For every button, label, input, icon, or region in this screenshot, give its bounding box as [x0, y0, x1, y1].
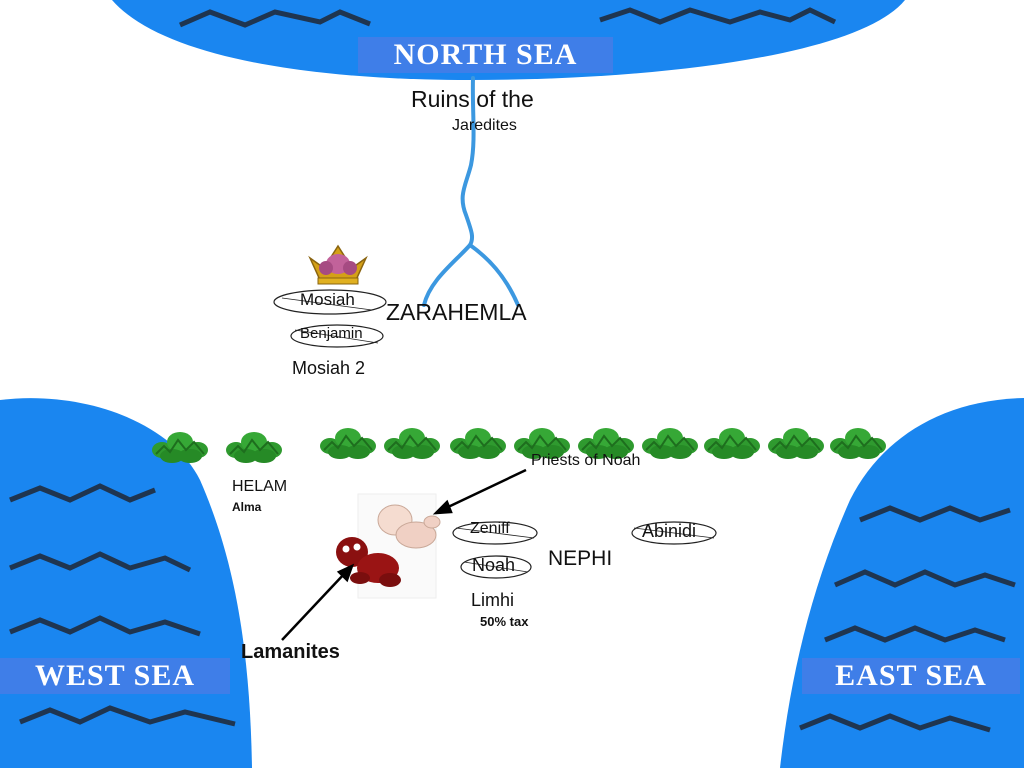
noah-oval — [460, 555, 532, 579]
babies-icon — [336, 493, 441, 599]
ruins-label-line1: Ruins of the — [411, 86, 534, 112]
forest-tree-icon — [767, 427, 825, 460]
river — [422, 76, 520, 307]
mosiah2-label: Mosiah 2 — [292, 358, 366, 378]
benjamin-label: Benjamin — [300, 325, 363, 342]
north-sea-label: NORTH SEA — [358, 37, 613, 73]
helam-label: HELAM — [232, 478, 288, 495]
zeniff-oval — [452, 521, 538, 545]
nephi-label: NEPHI — [548, 547, 613, 570]
forest-tree-icon — [319, 427, 377, 460]
wave-icon — [9, 7, 1016, 733]
abinidi-oval — [631, 521, 717, 545]
lamanites-label: Lamanites — [241, 641, 340, 663]
forest-tree-icon — [225, 431, 283, 464]
mosiah-oval — [273, 289, 387, 315]
forest-tree-icon — [449, 427, 507, 460]
forest — [151, 427, 887, 464]
abinidi-label: Abinidi — [642, 521, 697, 541]
zeniff-label: Zeniff — [470, 520, 510, 537]
east-sea-label: EAST SEA — [802, 658, 1020, 694]
limhi-label: Limhi — [471, 590, 515, 610]
zarahemla-label: ZARAHEMLA — [386, 299, 527, 325]
mosiah-label: Mosiah — [300, 290, 355, 309]
priests-label: Priests of Noah — [531, 452, 641, 469]
forest-tree-icon — [383, 427, 441, 460]
alma-label: Alma — [232, 500, 262, 514]
forest-tree-icon — [641, 427, 699, 460]
forest-tree-icon — [703, 427, 761, 460]
noah-label: Noah — [472, 555, 516, 575]
arrow-priests — [432, 468, 527, 515]
west-sea-label: WEST SEA — [0, 658, 230, 694]
forest-tree-icon — [829, 427, 887, 460]
arrow-lamanites — [281, 563, 355, 641]
tax-label: 50% tax — [480, 614, 529, 629]
crown-icon — [308, 244, 368, 285]
ruins-label-line2: Jaredites — [452, 117, 517, 134]
benjamin-oval — [290, 324, 384, 348]
